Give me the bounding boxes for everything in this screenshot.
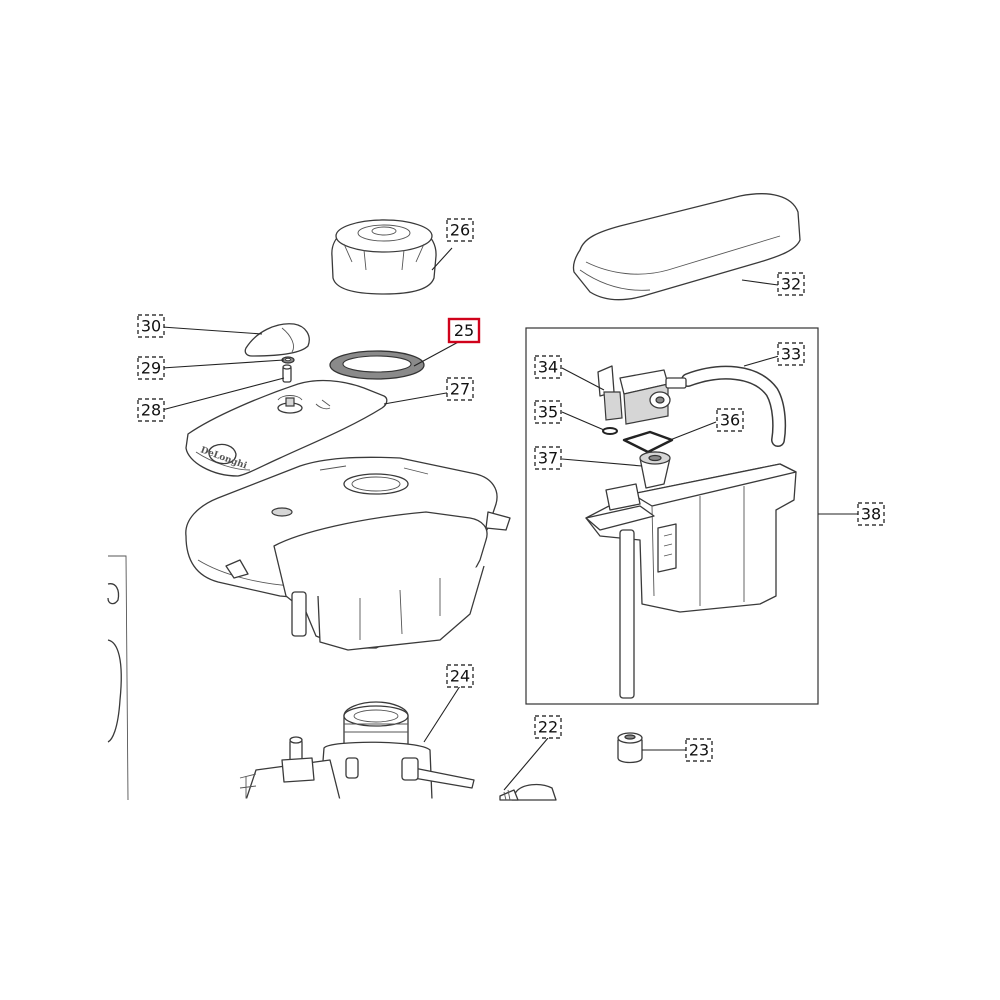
part-29-washer — [281, 356, 295, 364]
callout-label: 34 — [538, 358, 558, 377]
callout-35: 35 — [534, 400, 562, 424]
callout-label: 25 — [454, 321, 474, 340]
part-35-oring — [602, 427, 618, 435]
callout-label: 29 — [141, 359, 161, 378]
part-38-group-frame — [525, 327, 819, 705]
part-33-hose — [681, 365, 787, 447]
callout-25-highlighted: 25 — [447, 317, 481, 344]
part-37-nozzle — [639, 451, 671, 489]
callout-32: 32 — [777, 272, 805, 296]
callout-label: 23 — [689, 741, 709, 760]
part-38-water-tank — [585, 463, 797, 699]
callout-label: 30 — [141, 317, 161, 336]
callout-label: 35 — [538, 403, 558, 422]
callout-26: 26 — [446, 218, 474, 242]
callout-33: 33 — [777, 342, 805, 366]
part-24-valve-assembly — [239, 701, 475, 802]
callout-36: 36 — [716, 408, 744, 432]
callout-34: 34 — [534, 355, 562, 379]
callout-label: 38 — [861, 505, 881, 524]
callout-22: 22 — [534, 715, 562, 739]
callout-28: 28 — [137, 398, 165, 422]
part-23-cylinder — [617, 732, 643, 764]
callout-24: 24 — [446, 664, 474, 688]
callout-27: 27 — [446, 377, 474, 401]
part-32-tank-lid — [572, 193, 801, 301]
callout-label: 36 — [720, 411, 740, 430]
callout-30: 30 — [137, 314, 165, 338]
callout-label: 32 — [781, 275, 801, 294]
callout-37: 37 — [534, 446, 562, 470]
callout-label: 26 — [450, 221, 470, 240]
callout-label: 37 — [538, 449, 558, 468]
part-28-pin — [282, 364, 292, 383]
part-26-cap — [331, 219, 437, 295]
part-27-lid: DeLonghi — [185, 379, 388, 477]
callout-label: 27 — [450, 380, 470, 399]
part-36-gasket — [622, 430, 674, 454]
partial-panel-left — [107, 555, 129, 801]
part-22-fitting — [499, 783, 557, 801]
callout-29: 29 — [137, 356, 165, 380]
part-34-valve — [597, 365, 687, 425]
callout-38: 38 — [857, 502, 885, 526]
part-30-lever — [244, 323, 310, 357]
main-body-reservoir — [185, 456, 511, 651]
callout-label: 28 — [141, 401, 161, 420]
part-25-gasket — [329, 350, 425, 380]
callout-23: 23 — [685, 738, 713, 762]
callout-label: 33 — [781, 345, 801, 364]
callout-label: 24 — [450, 667, 470, 686]
callout-label: 22 — [538, 718, 558, 737]
